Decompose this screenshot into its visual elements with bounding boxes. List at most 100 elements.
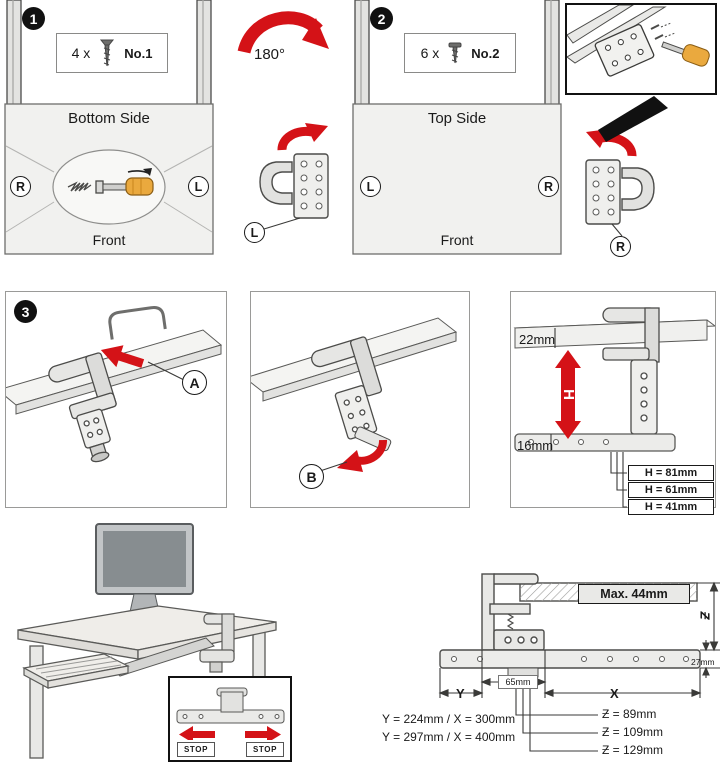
step2-side-label: Top Side xyxy=(427,110,487,127)
depth-option-3: Ƶ = 129mm xyxy=(602,743,664,757)
rotate-180-arrow xyxy=(237,11,329,54)
max-thickness-label: Max. 44mm xyxy=(578,584,690,604)
step2-illustration xyxy=(352,0,562,255)
clamp xyxy=(311,336,383,440)
thickness-label: 22mm xyxy=(519,332,556,347)
rail-holes xyxy=(182,714,280,719)
depth-option-1: Ƶ = 89mm xyxy=(602,707,657,721)
dim-ticks xyxy=(550,328,556,451)
left-bracket-marker: L xyxy=(244,222,265,243)
bracket-plate xyxy=(594,24,655,77)
step3-panel-a: 3 A xyxy=(5,291,227,508)
step3-number: 3 xyxy=(14,300,37,323)
step1-qty: 4 x xyxy=(71,45,91,61)
bracket-plate xyxy=(585,159,621,225)
height-arrow-label: H xyxy=(559,389,577,400)
left-bracket-illustration xyxy=(259,123,329,230)
step2-part-no: No.2 xyxy=(471,45,500,61)
step2-front-label: Front xyxy=(440,232,474,248)
callout-leader xyxy=(263,217,301,230)
rotate-arrow-small xyxy=(127,168,152,176)
callout-leader xyxy=(611,223,623,237)
rail-holes xyxy=(528,439,609,445)
screw-no1-icon xyxy=(100,39,115,67)
bracket-hook xyxy=(621,167,655,211)
clamp xyxy=(48,352,117,463)
desk-edge xyxy=(15,344,222,415)
bracket-plate xyxy=(293,153,329,219)
stop-detail-inset: STOP STOP xyxy=(168,676,292,762)
height-arrow xyxy=(555,350,581,439)
travel-option-2: Y = 297mm / X = 400mm xyxy=(382,730,516,744)
screw-detail-illustration xyxy=(566,4,710,77)
callout-a: A xyxy=(182,370,207,395)
height-option-3: H = 41mm xyxy=(628,499,714,515)
step1-part-no: No.1 xyxy=(124,45,153,61)
step1-marker-right: L xyxy=(188,176,209,197)
rotation-angle-label: 180° xyxy=(254,46,286,63)
red-arrows xyxy=(179,726,281,740)
mini-clamp xyxy=(216,687,248,713)
red-arrow xyxy=(100,345,145,368)
bracket-holes xyxy=(592,166,615,216)
retainer-wire xyxy=(108,306,167,340)
step2-marker-right: R xyxy=(538,176,559,197)
step2-qty: 6 x xyxy=(420,45,440,61)
step1-illustration xyxy=(4,0,214,255)
step1-side-label: Bottom Side xyxy=(68,110,150,127)
x-dimension-label: X xyxy=(610,686,619,701)
callout-leader xyxy=(147,361,185,381)
step3-panel-c: 22mm H 16mm H = 81mm H = 61mm H = 41mm xyxy=(510,291,716,515)
rail-height-label: 27mm xyxy=(691,657,715,667)
step3-panel-b: B xyxy=(250,291,470,508)
stop-label-right: STOP xyxy=(246,742,284,757)
panel-b-illustration xyxy=(251,317,458,473)
screws xyxy=(650,22,676,40)
callout-b: B xyxy=(299,464,324,489)
clamp xyxy=(481,573,545,651)
rail xyxy=(514,433,676,452)
right-bracket-marker: R xyxy=(610,236,631,257)
rail-label: 16mm xyxy=(517,438,554,453)
keyboard-tray xyxy=(22,653,130,690)
height-option-2: H = 61mm xyxy=(628,482,714,498)
rail-holes xyxy=(451,656,689,662)
panel-board xyxy=(352,103,562,255)
height-leaders xyxy=(610,452,627,508)
panel-c-illustration xyxy=(513,307,715,508)
travel-option-1: Y = 224mm / X = 300mm xyxy=(382,712,516,726)
depth-option-2: Ƶ = 109mm xyxy=(602,725,664,739)
height-option-1: H = 81mm xyxy=(628,465,714,481)
stop-illustration xyxy=(176,687,285,740)
stop-label-left: STOP xyxy=(177,742,215,757)
bracket-hook xyxy=(259,161,293,205)
clamp xyxy=(199,613,235,673)
monitor xyxy=(95,523,194,621)
screw-no2-icon xyxy=(448,42,462,64)
clamp xyxy=(602,307,660,435)
pointer-arrow xyxy=(598,96,668,142)
z-axis-label: Ƶ xyxy=(697,611,713,620)
zoom-lines xyxy=(5,145,213,233)
clamp-width-label: 65mm xyxy=(498,675,538,689)
panel-a-illustration xyxy=(6,306,223,463)
depth-leaders xyxy=(515,677,598,752)
step1-front-label: Front xyxy=(92,232,126,248)
bracket-holes xyxy=(300,160,323,210)
side-rails xyxy=(354,0,560,106)
screwdriver-icon xyxy=(661,41,710,67)
screw-detail-inset xyxy=(565,3,717,95)
rail xyxy=(439,649,701,669)
step1-number: 1 xyxy=(22,7,45,30)
step2-number: 2 xyxy=(370,7,393,30)
step1-parts-box: 4 x No.1 xyxy=(56,33,168,73)
step2-marker-left: L xyxy=(360,176,381,197)
desk xyxy=(17,605,277,660)
step2-parts-box: 6 x No.2 xyxy=(404,33,516,73)
desk-scene-illustration xyxy=(17,523,277,759)
red-arrow xyxy=(337,439,387,472)
step1-marker-left: R xyxy=(10,176,31,197)
screwdriver-icon xyxy=(102,177,154,196)
red-arrow xyxy=(277,123,328,151)
